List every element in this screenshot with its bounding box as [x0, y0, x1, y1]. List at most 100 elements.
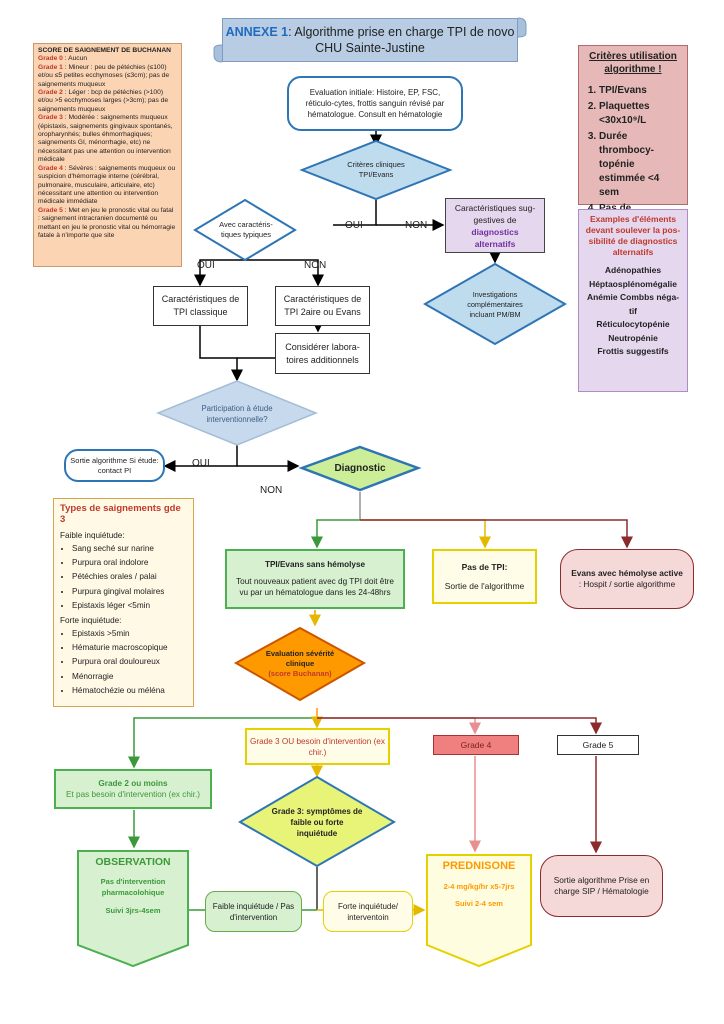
- oui-label-1: OUI: [345, 220, 363, 231]
- criteres-text: Critères cliniques TPI/Evans: [347, 160, 405, 179]
- types-faible-label: Faible inquiétude:: [60, 531, 125, 540]
- example-item: Adénopathies: [604, 265, 662, 275]
- criteria-box: Critères utilisation algorithme ! TPI/Ev…: [578, 45, 688, 228]
- tpi-classique-text: Caractéristiques de TPI classique: [161, 294, 240, 317]
- buchanan-grade-label: Grade 1: [38, 63, 63, 71]
- title-line2: CHU Sainte-Justine: [315, 41, 425, 55]
- evans-box: Evans avec hémolyse active : Hospit / so…: [560, 549, 694, 609]
- buchanan-grade-label: Grade 5: [38, 206, 63, 214]
- tpi-2aire-box: Caractéristiques de TPI 2aire ou Evans: [275, 286, 370, 326]
- tpi-sans-hemolyse-title: TPI/Evans sans hémolyse: [264, 560, 366, 570]
- types-forte-item: Purpura oral douloureux: [72, 655, 187, 669]
- criteria-item: TPI/Evans: [599, 84, 681, 98]
- page-title: ANNEXE 1: Algorithme prise en charge TPI…: [222, 18, 518, 62]
- faible-text: Faible inquiétude / Pas d'intervention: [212, 901, 295, 922]
- types-forte-label: Forte inquiétude:: [60, 616, 122, 626]
- severite-text: Evaluation sévérité clinique: [265, 649, 335, 668]
- buchanan-grade-label: Grade 4: [38, 164, 63, 172]
- types-forte-item: Ménorragie: [72, 670, 187, 684]
- types-forte-list: Epistaxis >5minHématurie macroscopiquePu…: [60, 627, 187, 698]
- grade4-box: Grade 4: [433, 735, 519, 755]
- buchanan-grade-row: Grade 3 : Modérée : saignements muqueux …: [38, 114, 177, 164]
- investigations-diamond: [422, 262, 568, 346]
- buchanan-grade-row: Grade 1 : Mineur : peu de pétéchies (≤10…: [38, 64, 177, 89]
- types-faible-item: Purpura oral indolore: [72, 556, 187, 570]
- buchanan-grade-text: : Aucun: [62, 55, 88, 63]
- buchanan-grade-text: : Sévères : saignements muqueux ou suspi…: [38, 164, 176, 206]
- buchanan-grade-text: : Met en jeu le pronostic vital ou fatal…: [38, 206, 176, 239]
- evans-title: Evans avec hémolyse active: [571, 567, 683, 578]
- grade3-symptomes-text: Grade 3: symptômes de faible ou forte in…: [271, 806, 363, 838]
- tpi-sans-hemolyse-text: Tout nouveaux patient avec dg TPI doit ê…: [236, 576, 394, 598]
- types-title: Types de saignements gde 3: [60, 503, 181, 525]
- buchanan-grade-label: Grade 0: [38, 55, 63, 63]
- oui-label-3: OUI: [192, 458, 210, 469]
- forte-box: Forte inquiétude/ interventoin: [323, 891, 413, 932]
- faible-box: Faible inquiétude / Pas d'intervention: [205, 891, 302, 932]
- non-label-3: NON: [260, 485, 283, 496]
- typiques-text: Avec caractéris-tiques typiques: [219, 220, 273, 239]
- types-faible-item: Sang seché sur narine: [72, 542, 187, 556]
- eval-initiale-text: Evaluation initiale: Histoire, EP, FSC, …: [305, 88, 445, 119]
- prednisone-line1: 2-4 mg/kg/hr x5-7jrs: [443, 882, 515, 891]
- example-item: Héptaosplénomégalie: [589, 278, 677, 289]
- participation-text: Participation à étude interventionnelle?: [201, 404, 273, 424]
- buchanan-grade-row: Grade 4 : Sévères : saignements muqueux …: [38, 165, 177, 207]
- buchanan-grade-text: : Modérée : saignements muqueux (épistax…: [38, 114, 173, 164]
- criteria-item: Plaquettes <30x10⁹/L: [599, 100, 681, 128]
- pas-tpi-text: Sortie de l'algorithme: [444, 580, 525, 591]
- forte-text: Forte inquiétude/ interventoin: [337, 901, 399, 922]
- oui-label-2: OUI: [197, 260, 215, 271]
- sortie-sip-text: Sortie algorithme Prise en charge SIP / …: [553, 874, 650, 897]
- sortie-sip-box: Sortie algorithme Prise en charge SIP / …: [540, 855, 663, 917]
- grade2-title: Grade 2 ou moins: [98, 779, 168, 788]
- example-item: Anémie Combbs néga-tif: [586, 292, 680, 316]
- criteres-diamond: [299, 139, 453, 201]
- severite-emphasis: (score Buchanan): [268, 669, 332, 678]
- prednisone-line2: Suivi 2-4 sem: [455, 899, 503, 908]
- types-forte-item: Hématochézie ou méléna: [72, 684, 187, 698]
- grade3-diamond: [238, 775, 396, 868]
- buchanan-grade-row: Grade 0 : Aucun: [38, 55, 177, 63]
- title-line1: : Algorithme prise en charge TPI de novo: [288, 25, 515, 39]
- labo-box: Considérer labora-toires additionnels: [275, 333, 370, 374]
- buchanan-grade-label: Grade 3: [38, 114, 63, 122]
- types-faible-item: Purpura gingival molaires: [72, 585, 187, 599]
- sortie-algo-box: Sortie algorithme Si étude: contact PI: [64, 449, 165, 482]
- labo-text: Considérer labora-toires additionnels: [285, 341, 360, 365]
- types-forte-item: Epistaxis >5min: [72, 627, 187, 641]
- non-label-1: NON: [405, 220, 428, 231]
- prednisone-pentagon: [426, 854, 532, 968]
- pas-tpi-title: Pas de TPI:: [461, 561, 508, 572]
- observation-line2: Suivi 3jrs-4sem: [105, 906, 161, 915]
- non-label-2: NON: [304, 260, 327, 271]
- participation-diamond: [156, 380, 318, 446]
- alternatives-examples-box: Examples d'éléments devant soulever la p…: [578, 209, 688, 392]
- severite-diamond: [233, 626, 367, 702]
- types-forte-item: Hématurie macroscopique: [72, 641, 187, 655]
- types-faible-item: Pétéchies orales / palai: [72, 570, 187, 584]
- example-item: Neutropénie: [608, 332, 658, 343]
- diagnostic-diamond: [298, 445, 422, 492]
- buchanan-grade-row: Grade 5 : Met en jeu le pronostic vital …: [38, 207, 177, 241]
- tpi-classique-box: Caractéristiques de TPI classique: [153, 286, 248, 326]
- suggestives-emphasis: diagnostics alternatifs: [471, 226, 519, 249]
- tpi-2aire-text: Caractéristiques de TPI 2aire ou Evans: [283, 294, 362, 317]
- grade5-box: Grade 5: [557, 735, 639, 755]
- buchanan-grade-row: Grade 2 : Léger : bcp de pétéchies (>100…: [38, 89, 177, 114]
- pas-tpi-box: Pas de TPI: Sortie de l'algorithme: [432, 549, 537, 604]
- types-faible-list: Sang seché sur narinePurpura oral indolo…: [60, 542, 187, 613]
- grade2-box: Grade 2 ou moins Et pas besoin d'interve…: [54, 769, 212, 809]
- diagnostic-text: Diagnostic: [334, 462, 386, 474]
- observation-line1: Pas d'intervention pharmacolohique: [100, 877, 166, 897]
- grade3-box-text: Grade 3 OU besoin d'intervention (ex chi…: [250, 736, 385, 757]
- prednisone-content: PREDNISONE 2-4 mg/kg/hr x5-7jrs Suivi 2-…: [429, 860, 529, 945]
- grade5-text: Grade 5: [582, 740, 614, 750]
- severite-text-wrap: Evaluation sévérité clinique (score Buch…: [262, 646, 338, 682]
- types-saignements-box: Types de saignements gde 3 Faible inquié…: [53, 498, 194, 707]
- prednisone-title: PREDNISONE: [442, 860, 516, 872]
- buchanan-grade-text: : Mineur : peu de pétéchies (≤100) et/ou…: [38, 63, 170, 88]
